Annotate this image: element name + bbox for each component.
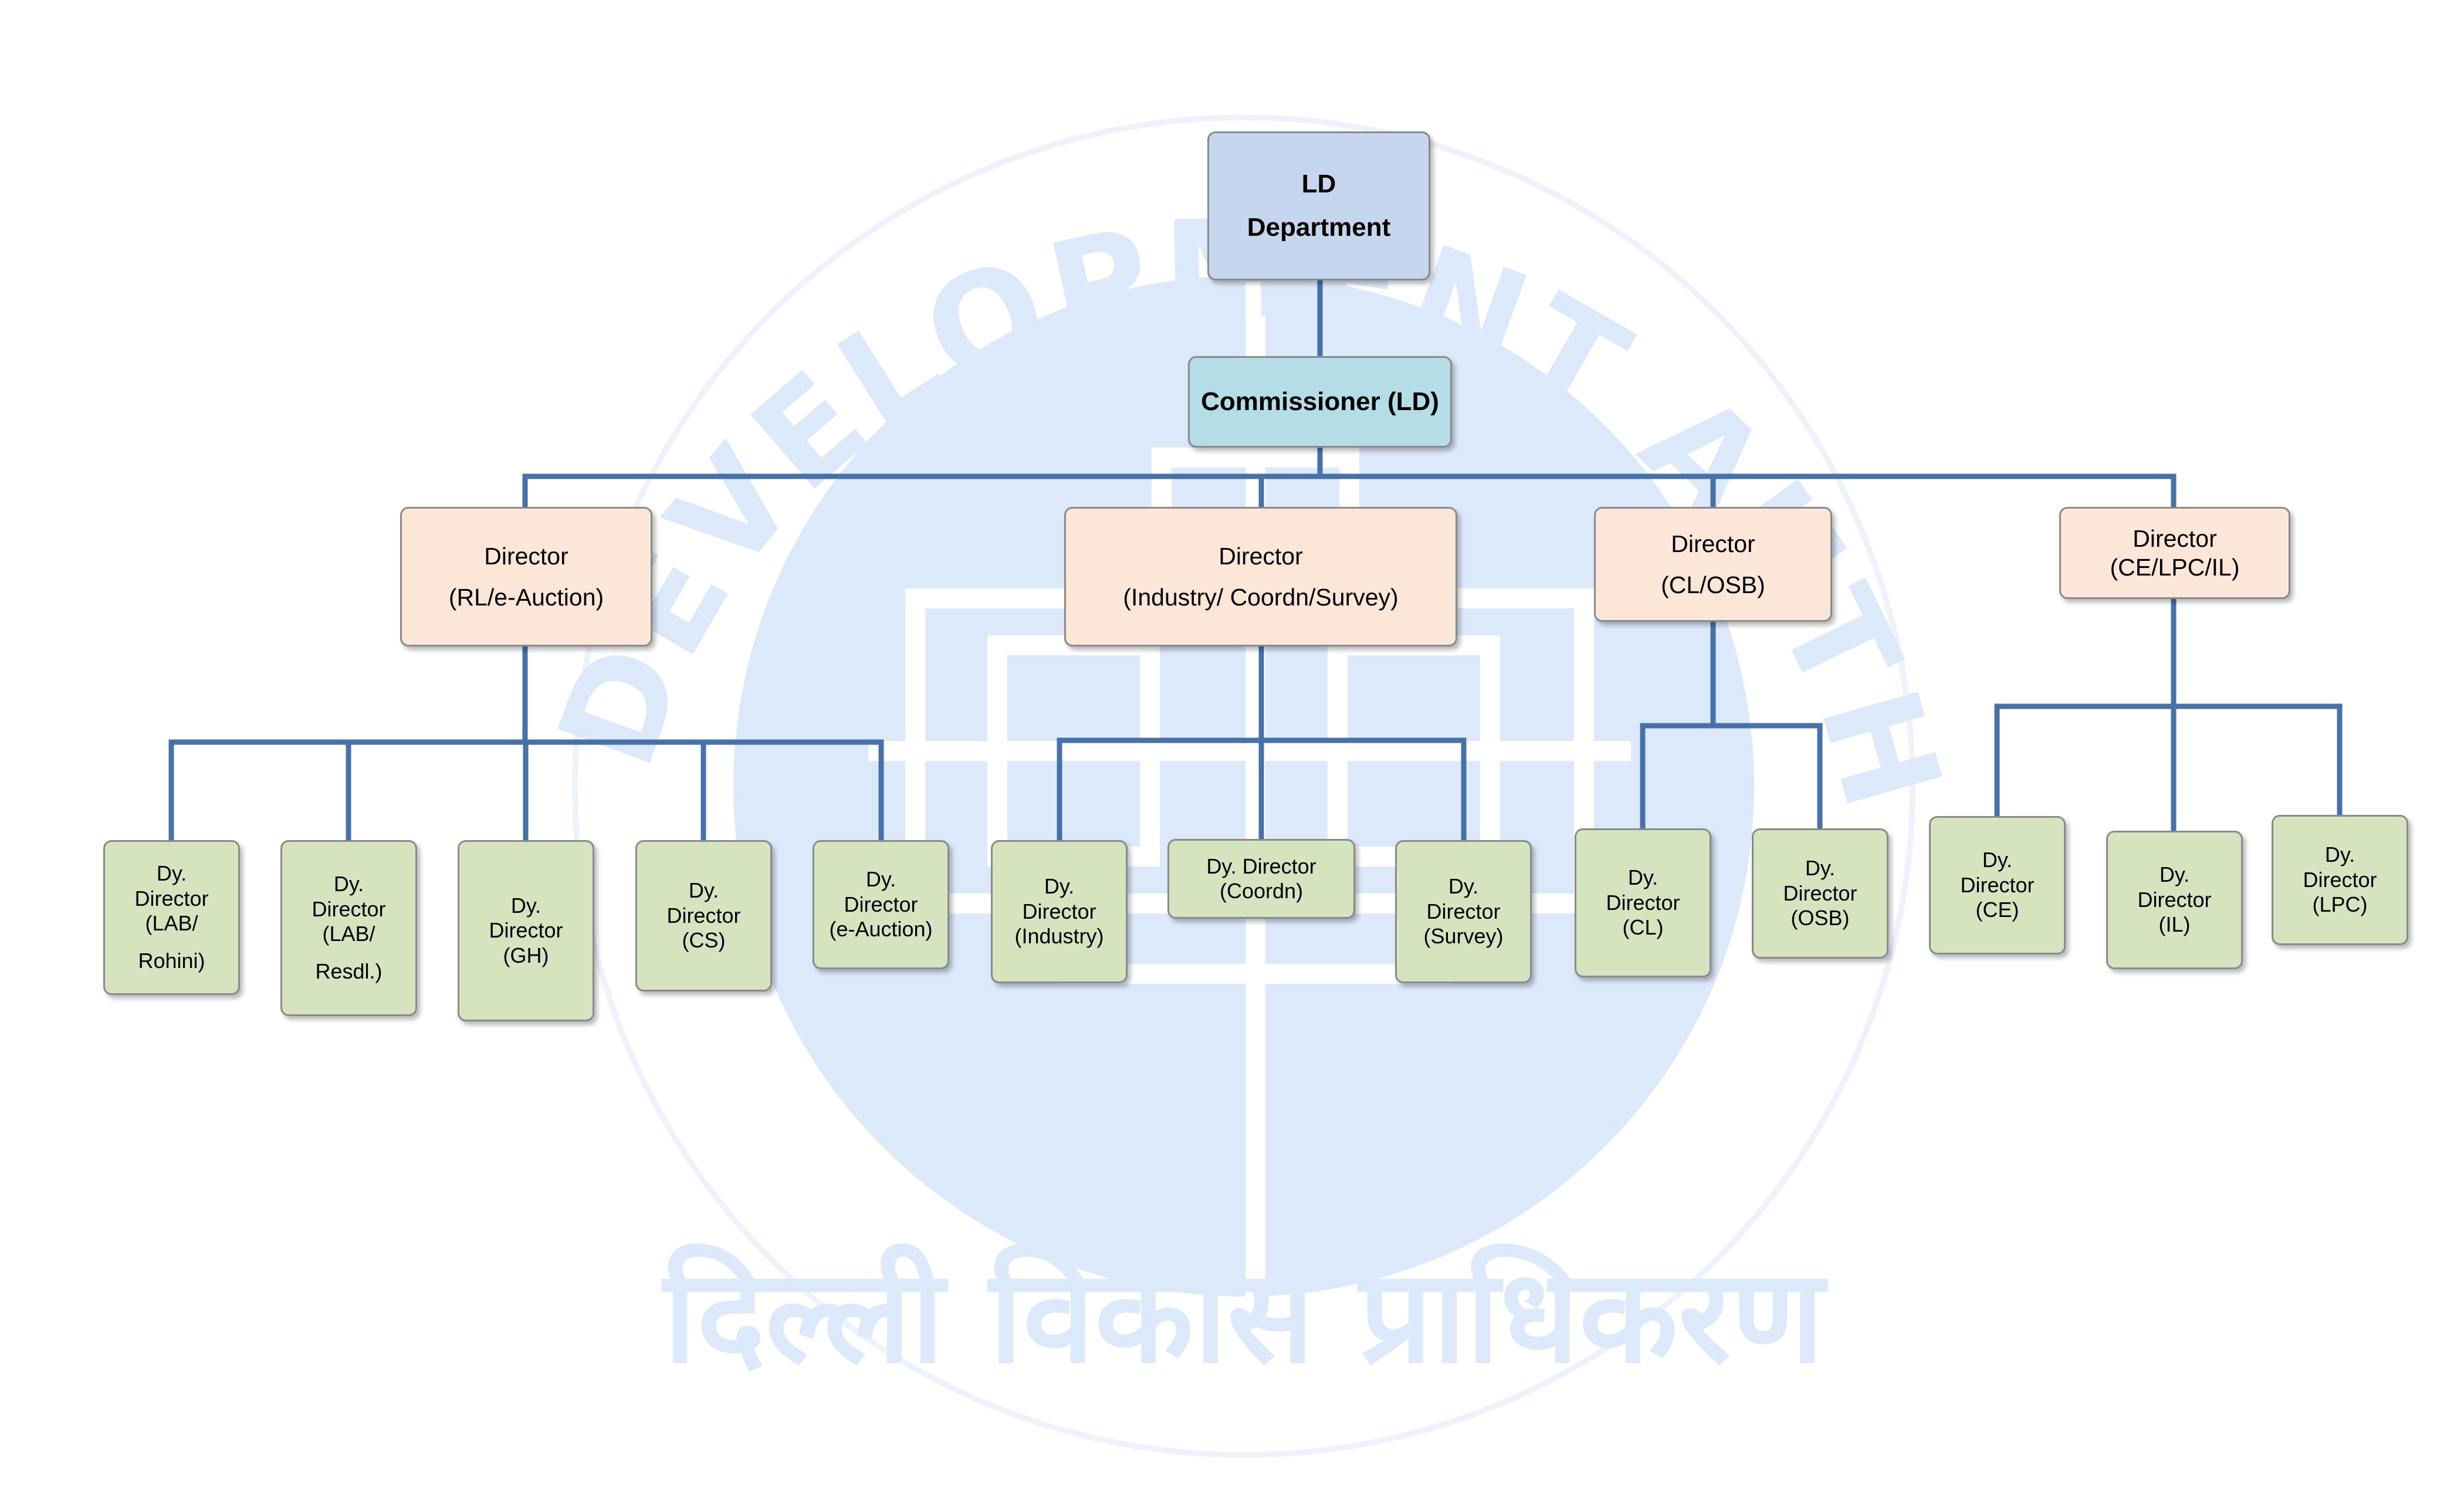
dy-director-cs-box: Dy. Director (CS) <box>635 840 772 991</box>
dy-director-line: Dy. <box>1448 874 1479 899</box>
dy-director-industry-box: Dy. Director (Industry) <box>991 840 1128 983</box>
dy-director-line: Director <box>134 886 209 911</box>
watermark-outer-ring <box>572 114 1915 1458</box>
director-ce-lpc-il-box: Director (CE/LPC/IL) <box>2059 507 2290 599</box>
dy-director-line: Dy. <box>2159 862 2190 887</box>
dy-director-line: (GH) <box>503 943 549 967</box>
dy-director-lpc-box: Dy. Director (LPC) <box>2272 815 2408 945</box>
dy-director-line: Director <box>1426 899 1501 923</box>
dy-director-line: Director <box>666 903 741 928</box>
dy-director-line: Director <box>1960 872 2035 897</box>
dy-director-lab-rohini-box: Dy. Director (LAB/ Rohini) <box>103 840 240 995</box>
dy-director-line: Resdl.) <box>315 959 383 984</box>
dy-director-line: Dy. <box>865 867 896 892</box>
dy-director-ce-box: Dy. Director (CE) <box>1929 816 2066 955</box>
dy-director-line: (Survey) <box>1423 924 1504 949</box>
dy-director-line: (CL) <box>1622 915 1664 940</box>
dy-director-line: Director <box>1783 881 1857 905</box>
dy-director-line: Director <box>1606 890 1680 915</box>
dy-director-line: Director <box>312 896 386 921</box>
dy-director-line: Director <box>1022 899 1096 923</box>
dy-director-line: (CE) <box>1975 898 2019 922</box>
director-portfolio: (CL/OSB) <box>1661 571 1765 598</box>
dy-director-gh-box: Dy. Director (GH) <box>458 840 594 1021</box>
director-rl-eauction-box: Director (RL/e-Auction) <box>400 507 652 647</box>
dy-director-line: Dy. <box>2324 842 2355 867</box>
dy-director-line: (e-Auction) <box>829 917 933 942</box>
director-portfolio: (RL/e-Auction) <box>448 584 604 611</box>
director-title: Director <box>1671 530 1755 557</box>
dy-director-line: Dy. Director <box>1206 854 1316 878</box>
dy-director-line: Director <box>2137 887 2212 912</box>
dy-director-line: Dy. <box>333 872 364 896</box>
director-title: Director <box>484 542 568 570</box>
dy-director-line: (LPC) <box>2312 892 2368 917</box>
dy-director-il-box: Dy. Director (IL) <box>2106 831 2243 969</box>
dy-director-line: Dy. <box>156 861 187 886</box>
director-portfolio: (Industry/ Coordn/Survey) <box>1123 584 1399 611</box>
director-title: Director <box>2133 525 2217 553</box>
dy-director-line: Director <box>489 918 563 943</box>
dy-director-line: Dy. <box>1044 874 1075 899</box>
dy-director-line: Director <box>2303 867 2377 892</box>
dy-director-line: (LAB/ <box>145 911 198 935</box>
dy-director-coordn-box: Dy. Director (Coordn) <box>1167 839 1355 919</box>
commissioner-label: Commissioner (LD) <box>1201 387 1439 417</box>
ld-department-box: LD Department <box>1207 131 1430 280</box>
dy-director-line: Rohini) <box>138 949 205 973</box>
ld-department-line2: Department <box>1247 213 1391 242</box>
dy-director-line: Dy. <box>510 893 541 918</box>
dy-director-cl-box: Dy. Director (CL) <box>1575 828 1711 977</box>
dy-director-line: Dy. <box>688 878 719 903</box>
dy-director-line: (IL) <box>2158 912 2191 937</box>
director-portfolio: (CE/LPC/IL) <box>2110 553 2240 581</box>
dy-director-line: Dy. <box>1805 856 1836 881</box>
dy-director-line: (Industry) <box>1014 924 1104 949</box>
dy-director-line: (Coordn) <box>1219 879 1304 903</box>
watermark-emblem-disc <box>733 276 1754 1297</box>
dy-director-osb-box: Dy. Director (OSB) <box>1752 828 1888 959</box>
dy-director-survey-box: Dy. Director (Survey) <box>1395 840 1532 983</box>
dy-director-e-auction-box: Dy. Director (e-Auction) <box>813 840 949 969</box>
watermark-hindi-name: दिल्ली विकास प्राधिकरण <box>661 1241 1829 1392</box>
commissioner-box: Commissioner (LD) <box>1188 356 1452 448</box>
director-cl-osb-box: Director (CL/OSB) <box>1594 507 1832 622</box>
dy-director-lab-resdl-box: Dy. Director (LAB/ Resdl.) <box>280 840 417 1016</box>
dy-director-line: Dy. <box>1627 865 1659 890</box>
ld-department-line1: LD <box>1301 170 1336 199</box>
director-title: Director <box>1219 542 1303 570</box>
dy-director-line: Director <box>844 892 918 916</box>
dy-director-line: (LAB/ <box>322 922 375 946</box>
director-industry-coordn-survey-box: Director (Industry/ Coordn/Survey) <box>1064 507 1457 647</box>
dy-director-line: (OSB) <box>1791 906 1850 930</box>
dy-director-line: (CS) <box>682 928 726 953</box>
dy-director-line: Dy. <box>1982 848 2013 872</box>
